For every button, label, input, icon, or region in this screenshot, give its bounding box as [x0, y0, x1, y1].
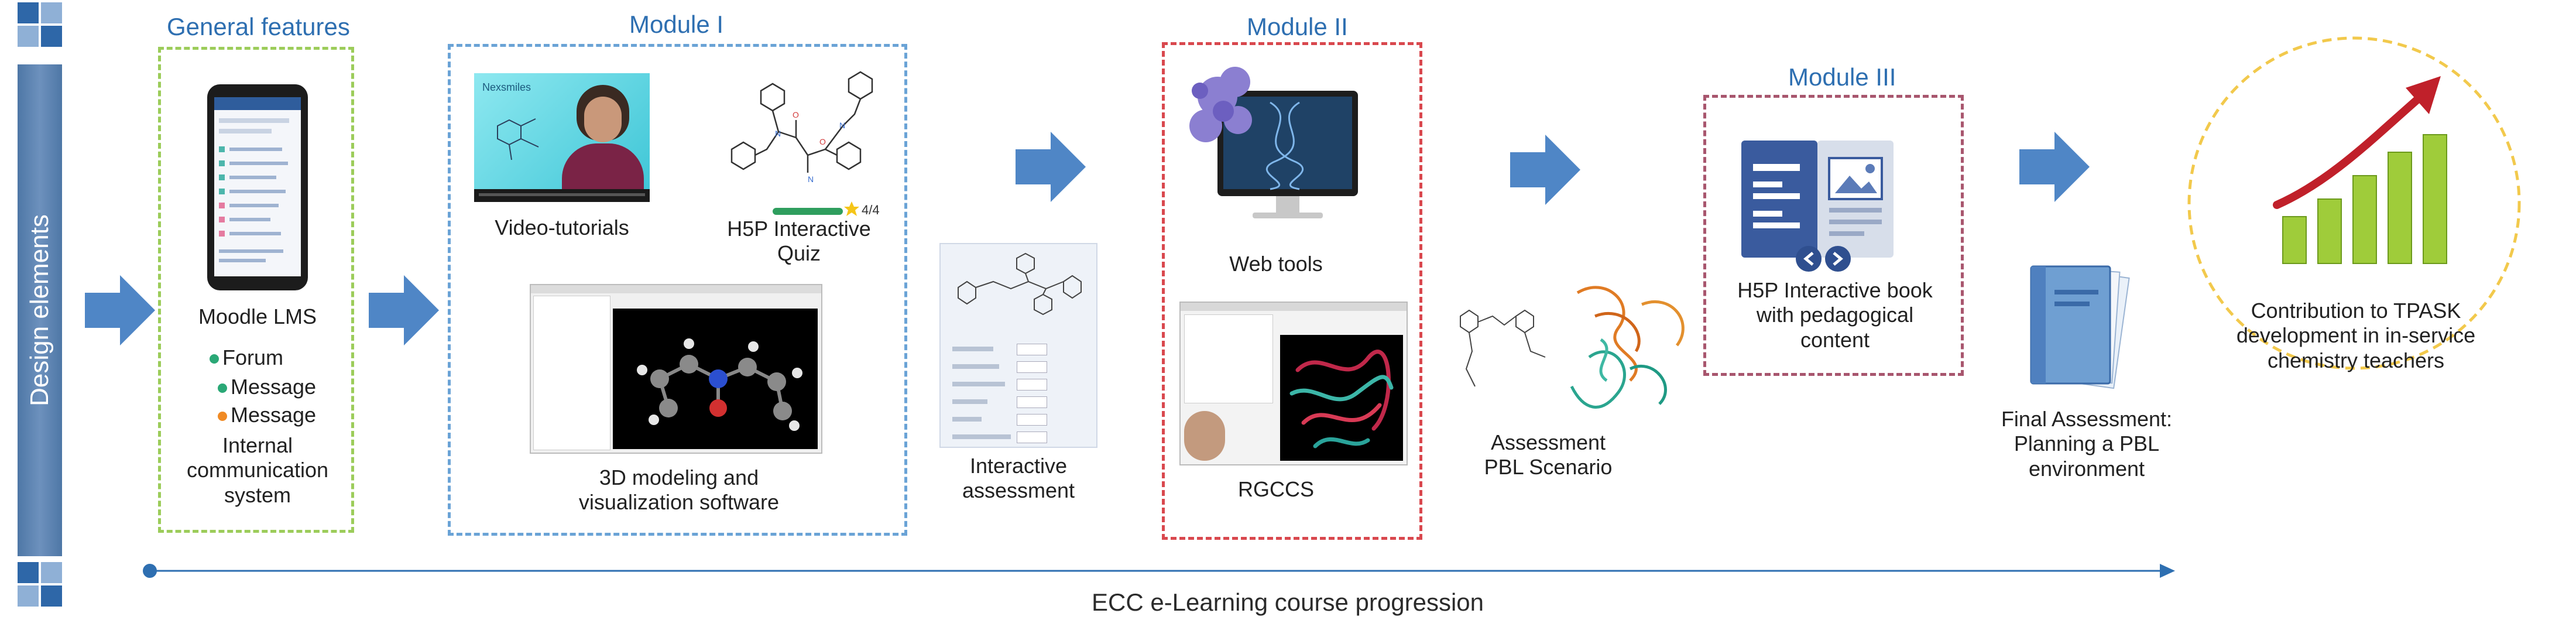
svg-text:O: O: [819, 137, 826, 146]
general-features-box: [158, 47, 354, 533]
sidebar-bar: [18, 64, 62, 556]
module2-title: Module II: [1247, 13, 1348, 40]
corner-square: [41, 26, 62, 47]
web-tools-computer-icon: [1189, 67, 1358, 218]
timeline-label: ECC e-Learning course progression: [1091, 588, 1484, 616]
modeling-label: 3D modeling and visualization software: [578, 465, 780, 515]
quiz-molecule-icon: N N N O O: [730, 71, 873, 184]
svg-text:N: N: [775, 129, 781, 138]
general-item: Message: [218, 375, 316, 399]
video-progress[interactable]: [479, 193, 645, 196]
web-tools-label: Web tools: [1229, 252, 1323, 276]
molecule-3d-icon: [637, 338, 802, 431]
bullet-icon: [218, 412, 227, 422]
corner-square: [18, 585, 39, 607]
avatar: [1184, 411, 1225, 461]
corner-square: [41, 585, 62, 607]
general-features-title: General features: [167, 13, 350, 40]
viewport: [613, 309, 818, 449]
form-label: [952, 399, 987, 404]
assessment-pbl-label: Assessment PBL Scenario: [1484, 430, 1613, 480]
form-label: [952, 434, 1011, 439]
window-titlebar: [531, 285, 821, 293]
bullet-icon: [210, 354, 219, 364]
svg-text:O: O: [793, 110, 799, 119]
video-tutorials-label: Video-tutorials: [495, 215, 629, 239]
flow-arrow-icon: [85, 275, 155, 345]
general-item-label: Forum: [222, 345, 284, 369]
assessment-molecule-icon: [958, 252, 1082, 316]
svg-text:N: N: [839, 121, 845, 130]
quiz-progress-bar: [773, 208, 843, 215]
corner-square: [41, 2, 62, 23]
corner-square: [18, 26, 39, 47]
module1-title: Module I: [629, 11, 724, 38]
flow-arrow-icon: [369, 275, 439, 345]
sidebar-label: Design elements: [25, 214, 54, 406]
form-label: [952, 382, 1005, 386]
corner-square: [18, 562, 39, 583]
modeling-software-window: [530, 284, 822, 454]
molecule-icon: [497, 118, 539, 160]
growth-chart-icon: [2273, 76, 2447, 264]
interactive-assessment-label: Interactive assessment: [962, 454, 1075, 503]
module2-box: [1162, 42, 1422, 540]
internal-communication-label: Internal communication system: [186, 433, 329, 507]
svg-text:N: N: [808, 174, 814, 184]
corner-square: [18, 2, 39, 23]
general-item: Message: [218, 403, 316, 427]
form-label: [952, 347, 993, 351]
rgccs-window: [1179, 302, 1408, 465]
module3-title: Module III: [1788, 63, 1896, 91]
interactive-assessment-panel: [939, 243, 1097, 448]
window-titlebar: [1181, 303, 1407, 311]
phone-icon: [207, 84, 308, 290]
presenter-body: [562, 143, 644, 190]
contribution-label: Contribution to TPASK development in in-…: [2236, 299, 2476, 372]
general-item-label: Message: [231, 403, 317, 427]
answer-input[interactable]: [1017, 379, 1047, 391]
star-icon: [844, 201, 859, 216]
sidebar: [13, 0, 67, 637]
flow-arrow-icon: [1510, 135, 1580, 205]
answer-input[interactable]: [1017, 361, 1047, 373]
answer-input[interactable]: [1017, 396, 1047, 408]
form-label: [952, 417, 982, 422]
flow-arrow-icon: [1016, 132, 1086, 202]
timeline-arrow: [143, 564, 2175, 578]
module1-box: [448, 44, 907, 536]
lms-label: Moodle LMS: [198, 304, 317, 328]
video-panel-text: Nexsmiles: [482, 81, 531, 93]
quiz-score: 4/4: [862, 203, 880, 217]
answer-select[interactable]: [1017, 431, 1047, 443]
parameter-list: [533, 296, 610, 450]
general-item-label: Message: [231, 375, 317, 399]
general-item: Forum: [210, 345, 283, 370]
video-thumbnail[interactable]: Nexsmiles: [474, 73, 650, 202]
bullet-icon: [218, 383, 227, 393]
contribution-circle: [2187, 36, 2521, 370]
answer-input[interactable]: [1017, 414, 1047, 426]
protein-viewport: [1280, 335, 1403, 461]
rgccs-label: RGCCS: [1237, 477, 1314, 501]
interactive-book-icon: [1741, 141, 1894, 272]
quiz-label: H5P Interactive Quiz: [727, 217, 871, 266]
interactive-book-label: H5P Interactive book with pedagogical co…: [1737, 278, 1933, 352]
pbl-scenario-molecule-icon: [1460, 286, 1685, 409]
presenter-face: [584, 97, 622, 142]
form-label: [952, 364, 999, 369]
data-panel: [1184, 314, 1273, 403]
flow-arrow-icon: [2019, 132, 2090, 202]
answer-input[interactable]: [1017, 344, 1047, 355]
final-assessment-label: Final Assessment: Planning a PBL environ…: [2001, 407, 2173, 481]
protein-icon: [1289, 350, 1394, 448]
document-stack-icon: [2030, 265, 2130, 389]
corner-square: [41, 562, 62, 583]
module3-box: [1703, 95, 1964, 376]
